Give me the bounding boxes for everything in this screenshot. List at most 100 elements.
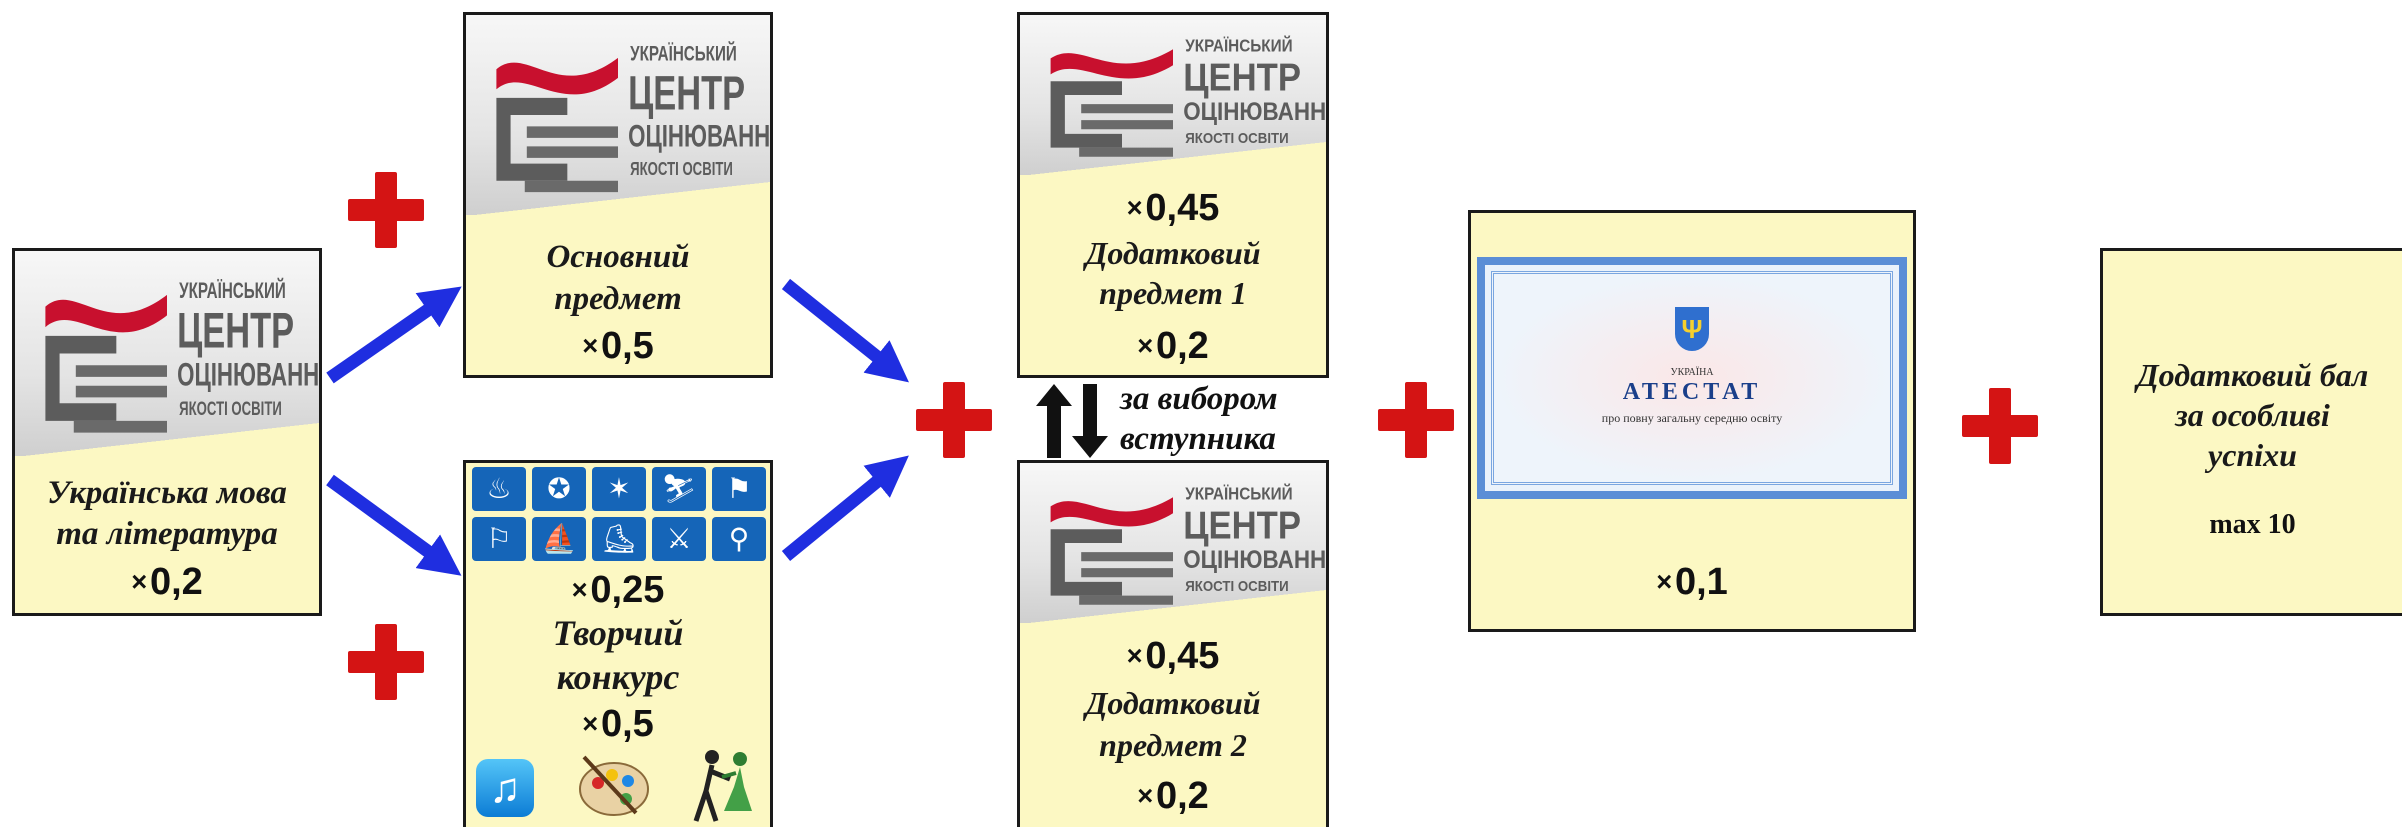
plus-icon xyxy=(1378,382,1454,458)
trident-icon: Ψ xyxy=(1675,307,1709,351)
extra2-coefficient-bottom: ×0,2 xyxy=(1020,775,1326,818)
bonus-line2: за особливі xyxy=(2175,397,2330,433)
coef-value: 0,2 xyxy=(1155,325,1209,367)
plus-icon xyxy=(348,172,424,248)
svg-text:УКРАЇНСЬКИЙ: УКРАЇНСЬКИЙ xyxy=(1185,484,1292,504)
svg-text:ЦЕНТР: ЦЕНТР xyxy=(628,65,745,119)
coef-value: 0,45 xyxy=(1145,187,1220,229)
swimming-icon: ✪ xyxy=(532,467,586,511)
extra1-coefficient-bottom: ×0,2 xyxy=(1020,325,1326,368)
creative-title-line1: Творчий xyxy=(552,613,684,653)
bonus-points-card: Додатковий бал за особливі успіхи max 10 xyxy=(2100,248,2402,616)
plus-icon xyxy=(1962,388,2038,464)
multiply-sign: × xyxy=(131,565,148,597)
main-subject-coefficient: ×0,5 xyxy=(466,325,770,368)
athletics-icon: ⚑ xyxy=(712,467,766,511)
palette-icon xyxy=(576,753,652,819)
coef-value: 0,5 xyxy=(600,325,654,367)
logo-tail xyxy=(466,182,770,216)
ukrainian-title-line1: Українська мова xyxy=(47,475,287,511)
multiply-sign: × xyxy=(582,707,599,739)
creative-coefficient-bottom: ×0,5 xyxy=(466,703,770,746)
torch-icon: ♨ xyxy=(472,467,526,511)
arrow-from-main-subject xyxy=(781,278,909,383)
arrow-to-creative xyxy=(326,474,462,576)
svg-text:УКРАЇНСЬКИЙ: УКРАЇНСЬКИЙ xyxy=(630,41,737,65)
coef-value: 0,2 xyxy=(1155,775,1209,817)
main-subject-title-line1: Основний xyxy=(546,239,690,275)
bonus-line3: успіхи xyxy=(2208,437,2297,473)
certificate-card: Ψ УКРАЇНА АТЕСТАТ про повну загальну сер… xyxy=(1468,210,1916,632)
choice-label-line1: за вибором xyxy=(1120,381,1278,417)
arrow-from-creative xyxy=(781,455,909,562)
skating-icon: ⛸ xyxy=(592,517,646,561)
skiing-icon: ⛷ xyxy=(652,467,706,511)
gymnastics-icon: ✶ xyxy=(592,467,646,511)
extra2-title-line1: Додатковий xyxy=(1085,685,1261,721)
svg-text:ЦЕНТР: ЦЕНТР xyxy=(1183,56,1301,99)
certificate-coefficient: ×0,1 xyxy=(1471,561,1913,604)
dancers-icon xyxy=(686,747,766,823)
plus-icon xyxy=(348,624,424,700)
multiply-sign: × xyxy=(1126,191,1143,223)
multiply-sign: × xyxy=(1126,639,1143,671)
main-subject-title-line2: предмет xyxy=(554,281,682,317)
svg-text:ЯКОСТІ ОСВІТИ: ЯКОСТІ ОСВІТИ xyxy=(1185,577,1288,594)
coef-value: 0,45 xyxy=(1145,635,1220,677)
plus-icon xyxy=(916,382,992,458)
extra1-title-line1: Додатковий xyxy=(1085,235,1261,271)
swap-arrows-icon xyxy=(1034,384,1114,458)
ukrainian-coefficient: ×0,2 xyxy=(15,561,319,604)
multiply-sign: × xyxy=(1137,779,1154,811)
coef-value: 0,25 xyxy=(590,569,665,611)
fencing-icon: ⚔ xyxy=(652,517,706,561)
creative-contest-card: ♨✪✶⛷⚑⚐⛵⛸⚔⚲ ×0,25 Творчий конкурс ×0,5 ♫ xyxy=(463,460,773,827)
rowing-icon: ⛵ xyxy=(532,517,586,561)
svg-text:ЯКОСТІ ОСВІТИ: ЯКОСТІ ОСВІТИ xyxy=(1185,129,1288,146)
multiply-sign: × xyxy=(1137,329,1154,361)
certificate-image: Ψ УКРАЇНА АТЕСТАТ про повну загальну сер… xyxy=(1477,257,1907,499)
logo-tail xyxy=(15,423,319,457)
extra2-title-line2: предмет 2 xyxy=(1099,727,1247,763)
creative-coefficient-top: ×0,25 xyxy=(466,569,770,612)
svg-text:ЯКОСТІ ОСВІТИ: ЯКОСТІ ОСВІТИ xyxy=(630,159,733,180)
extra1-title-line2: предмет 1 xyxy=(1099,275,1247,311)
certificate-title: АТЕСТАТ xyxy=(1622,379,1762,405)
multiply-sign: × xyxy=(571,573,588,605)
svg-text:ЯКОСТІ ОСВІТИ: ЯКОСТІ ОСВІТИ xyxy=(179,399,282,420)
ukrainian-title-line2: та література xyxy=(56,516,278,552)
logo-tail xyxy=(1020,142,1326,176)
svg-text:ЦЕНТР: ЦЕНТР xyxy=(1183,504,1301,547)
multiply-sign: × xyxy=(1656,565,1673,597)
coef-value: 0,2 xyxy=(149,561,203,603)
certificate-subtitle: про повну загальну середню освіту xyxy=(1601,411,1783,425)
multiply-sign: × xyxy=(582,329,599,361)
cycling-icon: ⚐ xyxy=(472,517,526,561)
svg-text:УКРАЇНСЬКИЙ: УКРАЇНСЬКИЙ xyxy=(1185,36,1292,56)
svg-text:УКРАЇНСЬКИЙ: УКРАЇНСЬКИЙ xyxy=(179,278,286,304)
svg-text:ЦЕНТР: ЦЕНТР xyxy=(177,303,294,359)
bonus-line1: Додатковий бал xyxy=(2136,357,2369,393)
extra1-coefficient-top: ×0,45 xyxy=(1020,187,1326,230)
bonus-max: max 10 xyxy=(2209,509,2296,540)
arrow-to-main-subject xyxy=(326,286,462,384)
hockey-icon: ⚲ xyxy=(712,517,766,561)
extra2-coefficient-top: ×0,45 xyxy=(1020,635,1326,678)
coef-value: 0,5 xyxy=(600,703,654,745)
music-note-icon: ♫ xyxy=(476,759,534,817)
creative-title-line2: конкурс xyxy=(556,657,680,697)
certificate-country: УКРАЇНА xyxy=(1670,367,1714,378)
coef-value: 0,1 xyxy=(1674,561,1728,603)
